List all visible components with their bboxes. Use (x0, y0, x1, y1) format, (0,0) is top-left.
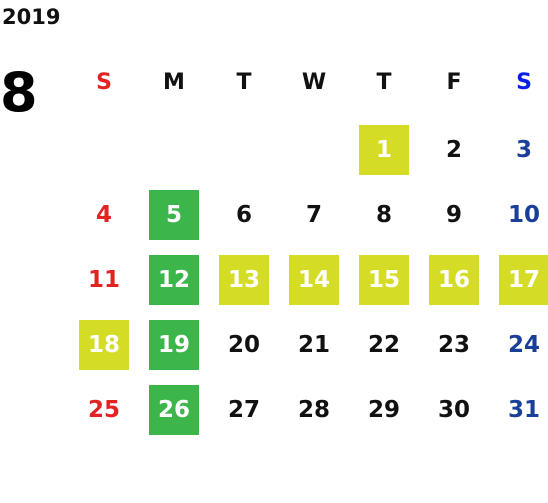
day-cell-3[interactable]: 3 (515, 137, 532, 163)
day-cell-29[interactable]: 29 (367, 397, 400, 423)
day-cell-9[interactable]: 9 (445, 202, 462, 228)
weekday-header-fri: F (446, 69, 462, 95)
day-cell-4[interactable]: 4 (95, 202, 112, 228)
calendar-week-row: 1 2 3 (69, 125, 548, 175)
day-cell-1[interactable]: 1 (359, 125, 409, 175)
day-cell-18[interactable]: 18 (79, 320, 129, 370)
weekday-header-mon: M (163, 69, 185, 95)
weekday-header-sun: S (96, 69, 112, 95)
day-cell-25[interactable]: 25 (87, 397, 120, 423)
calendar-month: 8 (0, 61, 38, 124)
weekday-header-wed: W (301, 69, 327, 95)
day-cell-20[interactable]: 20 (227, 332, 260, 358)
weekday-header-sat: S (516, 69, 532, 95)
day-cell-7[interactable]: 7 (305, 202, 322, 228)
day-cell-30[interactable]: 30 (437, 397, 470, 423)
weekday-header-row: S M T W T F S (69, 57, 548, 107)
day-cell-19[interactable]: 19 (149, 320, 199, 370)
day-cell-2[interactable]: 2 (445, 137, 462, 163)
calendar-week-row: 4 5 6 7 8 9 10 (69, 190, 548, 240)
calendar-week-row: 18 19 20 21 22 23 24 (69, 320, 548, 370)
day-cell-6[interactable]: 6 (235, 202, 252, 228)
day-cell-15[interactable]: 15 (359, 255, 409, 305)
calendar-week-row: 11 12 13 14 15 16 17 (69, 255, 548, 305)
day-cell-8[interactable]: 8 (375, 202, 392, 228)
day-cell-11[interactable]: 11 (87, 267, 120, 293)
weekday-header-thu: T (376, 69, 392, 95)
day-cell-21[interactable]: 21 (297, 332, 330, 358)
day-cell-5[interactable]: 5 (149, 190, 199, 240)
calendar-week-row: 25 26 27 28 29 30 31 (69, 385, 548, 435)
day-cell-27[interactable]: 27 (227, 397, 260, 423)
day-cell-12[interactable]: 12 (149, 255, 199, 305)
weekday-header-tue: T (236, 69, 252, 95)
day-cell-13[interactable]: 13 (219, 255, 269, 305)
day-cell-23[interactable]: 23 (437, 332, 470, 358)
day-cell-17[interactable]: 17 (499, 255, 548, 305)
day-cell-28[interactable]: 28 (297, 397, 330, 423)
day-cell-10[interactable]: 10 (507, 202, 540, 228)
day-cell-16[interactable]: 16 (429, 255, 479, 305)
day-cell-31[interactable]: 31 (507, 397, 540, 423)
day-cell-26[interactable]: 26 (149, 385, 199, 435)
day-cell-24[interactable]: 24 (507, 332, 540, 358)
day-cell-14[interactable]: 14 (289, 255, 339, 305)
calendar-year: 2019 (2, 5, 61, 29)
day-cell-22[interactable]: 22 (367, 332, 400, 358)
